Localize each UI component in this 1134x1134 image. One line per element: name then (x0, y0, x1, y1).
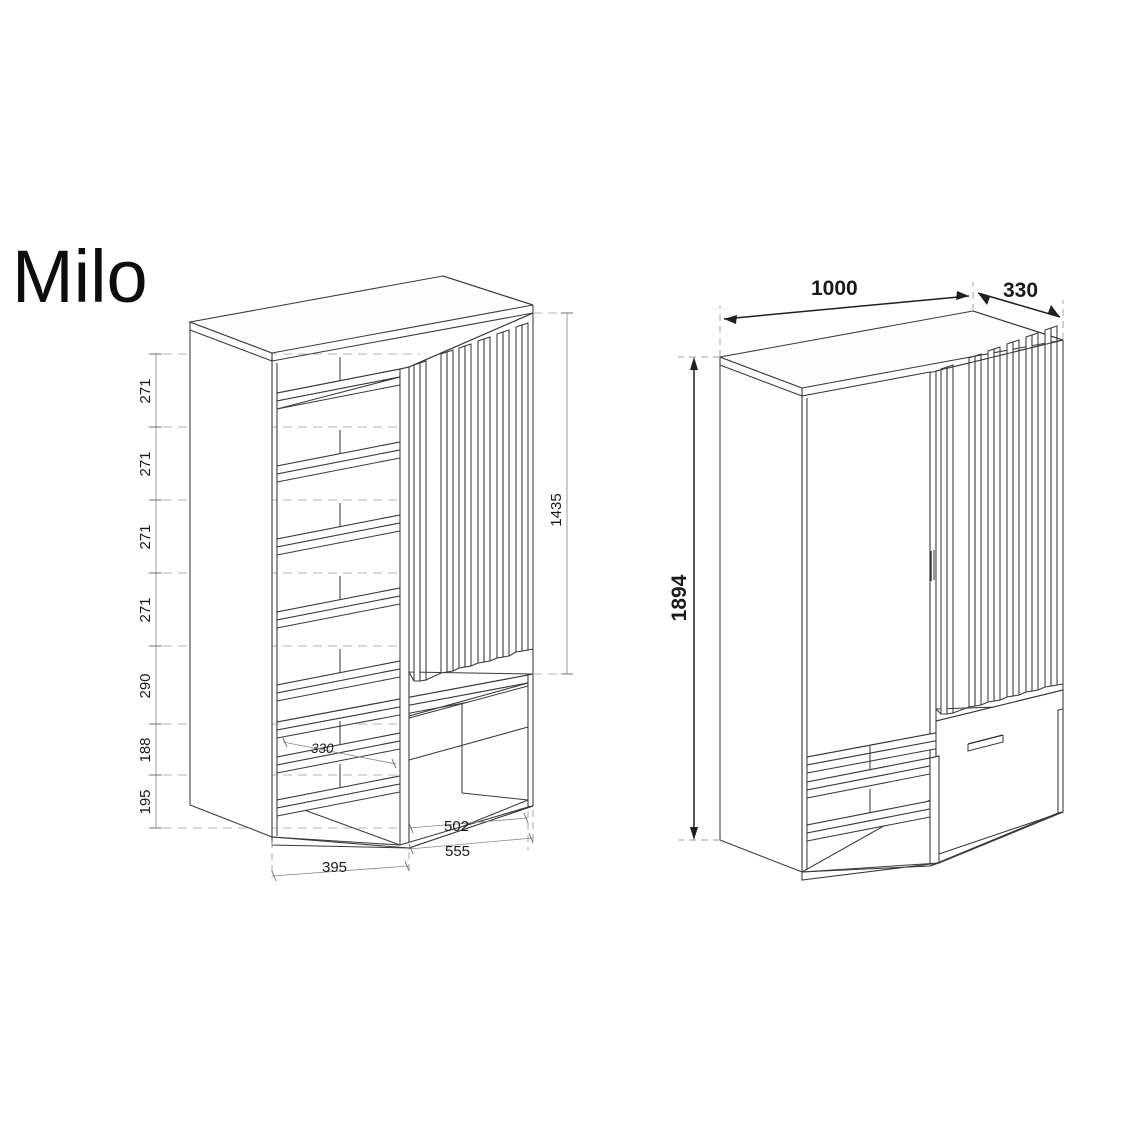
left-door-panel (801, 371, 931, 873)
door-slat-5 (496, 329, 510, 659)
dim-label-1000: 1000 (811, 277, 858, 300)
drawer-handle (967, 734, 1004, 752)
right-view-left-side-panel (719, 356, 803, 873)
page-title: Milo (12, 235, 148, 318)
dimension-1435-group: 1435 (533, 312, 578, 675)
bottom-dimension-group-left-view: 502 555 395 (271, 810, 534, 882)
dim-label-195: 195 (137, 789, 154, 814)
top-panel-front-edge (271, 305, 534, 362)
left-side-panel (189, 321, 273, 838)
top-panel-back-right-edge (442, 275, 534, 306)
dim-label-1894: 1894 (668, 574, 691, 621)
shelf-4 (276, 576, 401, 629)
arrow-head-1894-bottom (690, 827, 698, 840)
shelf-1-front (276, 376, 401, 410)
right-view-slatted-door (935, 325, 1064, 715)
right-view-top-dimension-group: 1000 330 (719, 277, 1064, 357)
dim-label-271-d: 271 (137, 597, 154, 622)
dim-label-271-b: 271 (137, 451, 154, 476)
door-slat-1 (413, 360, 427, 682)
arrow-head-330-right (1048, 305, 1060, 317)
shelf-1-back-line (276, 368, 401, 394)
dim-label-271-c: 271 (137, 524, 154, 549)
dim-label-502: 502 (444, 818, 469, 835)
dim-label-330-depth: 330 (1003, 279, 1038, 302)
arrow-head-1000-left (724, 315, 737, 324)
shelf-2 (276, 430, 401, 483)
right-view-slat-1 (940, 364, 954, 715)
center-vertical-divider (399, 366, 410, 849)
right-outer-side-lower (527, 673, 534, 808)
arrow-head-1000-right (956, 291, 969, 300)
left-dimension-chain: 271 271 271 271 290 188 195 (137, 353, 162, 829)
door-handle (930, 550, 935, 581)
dim-label-555: 555 (445, 843, 470, 860)
dim-label-395: 395 (322, 859, 347, 876)
dimension-330-interior-group: 330 (282, 737, 397, 769)
dim-label-330-interior: 330 (311, 741, 334, 756)
arrow-head-330-left (978, 293, 990, 305)
slatted-door-front (408, 312, 534, 682)
arrow-head-1894-top (690, 357, 698, 370)
right-view-right-outer-edge (1057, 708, 1064, 814)
left-view-open-cabinet (148, 275, 534, 849)
shelf-3 (276, 503, 401, 556)
right-view-center-divider (929, 755, 940, 867)
door-slat-3 (458, 343, 472, 669)
right-view-base-bottom (801, 811, 1064, 881)
dim-label-290: 290 (137, 673, 154, 698)
dim-label-1435: 1435 (548, 493, 565, 526)
right-view-closed-cabinet (718, 310, 1064, 881)
right-bay-shelf-line (408, 682, 529, 717)
right-view-height-dimension-group: 1894 (668, 356, 720, 841)
dim-label-271-a: 271 (137, 378, 154, 403)
dim-label-188: 188 (137, 737, 154, 762)
shelf-7 (276, 764, 401, 817)
